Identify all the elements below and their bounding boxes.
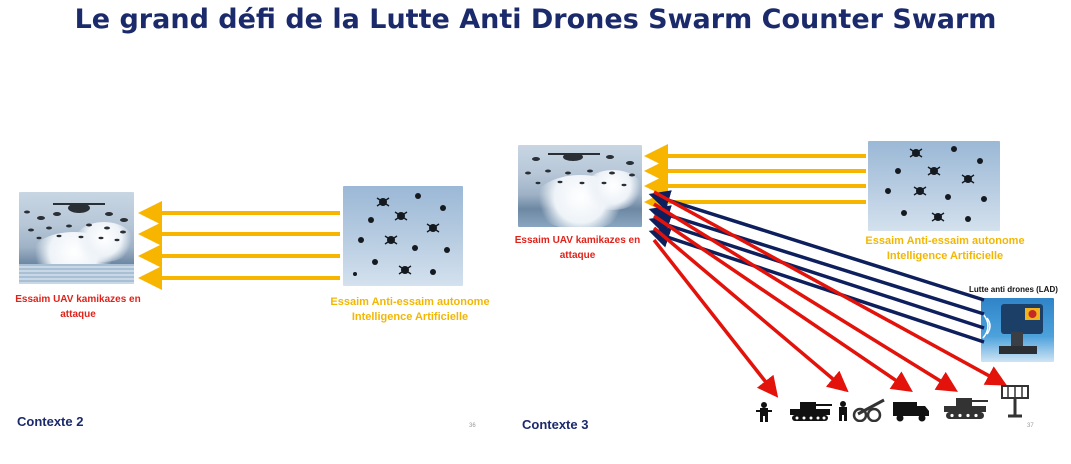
attack-label-line2: attaque [559,250,596,261]
counter-label-left: Essaim Anti-essaim autonome Intelligence… [320,295,500,325]
counter-drones-graphic [353,193,450,276]
red-arrow-2 [652,226,849,393]
context-label-left: Contexte 2 [17,414,84,429]
counter-label-line2: Intelligence Artificielle [886,250,1004,262]
counter-label-line1: Essaim Anti-essaim autonome [330,296,490,308]
soldier-icon [839,401,847,421]
attack-label-line1: Essaim UAV kamikazes en [15,294,141,305]
page-title: Le grand défi de la Lutte Anti Drones Sw… [74,4,997,35]
lad-device-graphic [982,304,1043,354]
tank-icon [944,398,988,419]
radar-tower-icon [1001,385,1029,418]
page-number-left: 36 [469,423,476,429]
attack-swarm-image-left [19,192,134,284]
attack-label-line1: Essaim UAV kamikazes en [514,235,641,246]
attack-label-right: Essaim UAV kamikazes en attaque [505,233,650,263]
attack-label-left: Essaim UAV kamikazes en attaque [8,292,148,322]
tank-icon [790,402,832,421]
lad-label: Lutte anti drones (LAD) [969,285,1058,294]
counter-label-line1: Essaim Anti-essaim autonome [865,235,1025,247]
attack-label-line2: attaque [60,309,96,320]
red-arrow-1 [652,238,779,398]
artillery-icon [852,398,885,422]
page-number-right: 37 [1027,423,1034,429]
attack-swarm-image-right [518,145,642,227]
counter-label-right: Essaim Anti-essaim autonome Intelligence… [850,234,1040,264]
counter-drones-graphic [885,146,987,222]
lad-system-image [981,298,1054,362]
counter-swarm-image-left [343,186,463,286]
soldier-icon [756,402,772,422]
counter-swarm-image-right [868,141,1000,231]
counter-label-line2: Intelligence Artificielle [351,311,469,323]
context-label-right: Contexte 3 [522,417,589,432]
attack-drones-graphic [24,203,128,242]
attack-drones-graphic [525,153,635,187]
red-arrow-4 [653,202,958,392]
truck-icon [893,402,929,422]
